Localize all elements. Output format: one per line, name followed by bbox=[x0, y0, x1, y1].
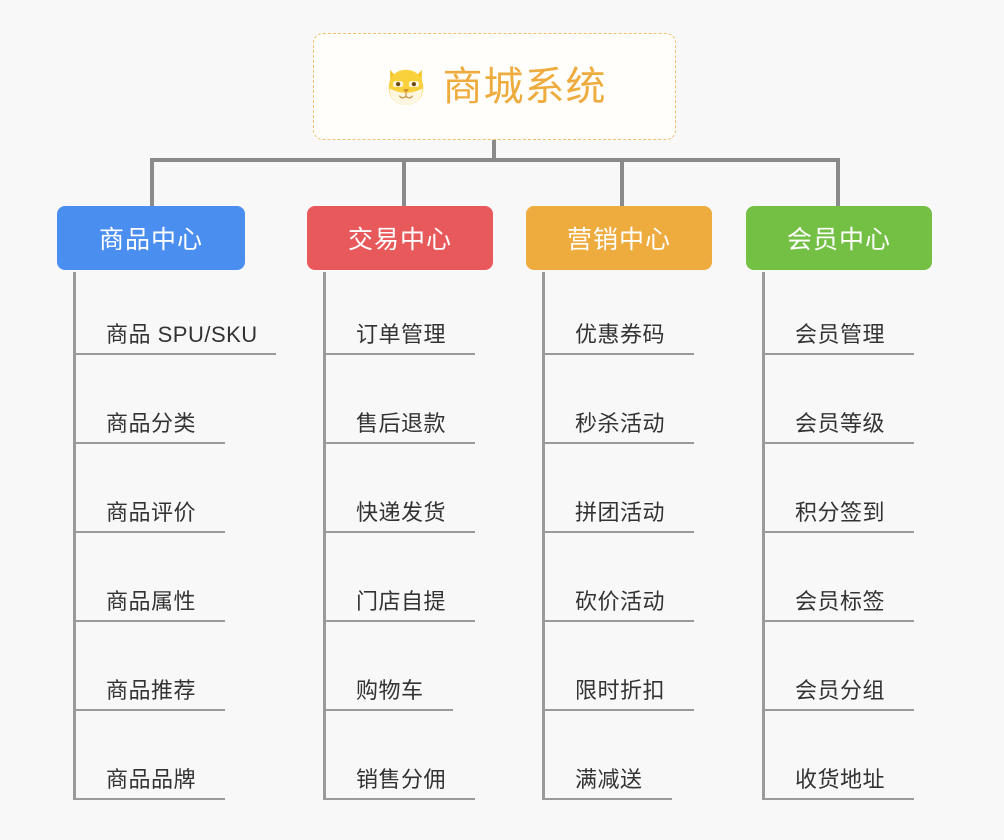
leaf-label: 积分签到 bbox=[795, 500, 886, 525]
leaf-label: 销售分佣 bbox=[356, 767, 447, 792]
leaf-rule bbox=[73, 442, 225, 444]
leaf-rule bbox=[73, 353, 276, 355]
leaf-rule bbox=[323, 531, 475, 533]
leaf-rule bbox=[762, 798, 914, 800]
leaf-label: 会员等级 bbox=[795, 411, 886, 436]
leaf-label: 会员管理 bbox=[795, 322, 886, 347]
branch-head-label-4: 会员中心 bbox=[786, 226, 891, 254]
leaf-rule bbox=[542, 620, 694, 622]
leaf-label: 拼团活动 bbox=[575, 500, 666, 525]
leaf-rule bbox=[542, 442, 694, 444]
leaf-rule bbox=[762, 709, 914, 711]
branch-head-1[interactable]: 商品中心 bbox=[57, 206, 245, 270]
leaf-rule bbox=[542, 531, 694, 533]
connector-drop-3 bbox=[620, 158, 624, 208]
leaf-rule bbox=[542, 798, 672, 800]
leaf-rule bbox=[73, 709, 225, 711]
connector-horizontal-bus bbox=[150, 158, 840, 162]
branch-spine-4 bbox=[762, 272, 765, 800]
leaf-label: 会员标签 bbox=[795, 589, 886, 614]
leaf-label: 门店自提 bbox=[356, 589, 447, 614]
leaf-rule bbox=[323, 620, 475, 622]
root-title: 商城系统 bbox=[442, 64, 607, 109]
connector-drop-1 bbox=[150, 158, 154, 208]
leaf-rule bbox=[542, 353, 694, 355]
leaf-label: 商品属性 bbox=[106, 589, 197, 614]
leaf-rule bbox=[323, 353, 475, 355]
leaf-label: 售后退款 bbox=[356, 411, 447, 436]
branch-head-label-2: 交易中心 bbox=[347, 226, 452, 254]
leaf-label: 商品推荐 bbox=[106, 678, 197, 703]
leaf-label: 限时折扣 bbox=[575, 678, 666, 703]
leaf-label: 砍价活动 bbox=[575, 589, 666, 614]
leaf-rule bbox=[323, 709, 453, 711]
leaf-label: 商品评价 bbox=[106, 500, 197, 525]
leaf-rule bbox=[762, 353, 914, 355]
leaf-label: 快递发货 bbox=[356, 500, 447, 525]
branch-head-label-1: 商品中心 bbox=[98, 226, 203, 254]
leaf-rule bbox=[73, 531, 225, 533]
leaf-rule bbox=[73, 620, 225, 622]
branch-spine-2 bbox=[323, 272, 326, 800]
connector-drop-4 bbox=[836, 158, 840, 208]
branch-spine-3 bbox=[542, 272, 545, 800]
branch-head-label-3: 营销中心 bbox=[566, 226, 671, 254]
leaf-label: 秒杀活动 bbox=[575, 411, 666, 436]
leaf-rule bbox=[762, 620, 914, 622]
connector-drop-2 bbox=[402, 158, 406, 208]
connector-root-stem bbox=[492, 140, 496, 162]
leaf-label: 购物车 bbox=[356, 678, 424, 703]
shiba-dog-face-icon bbox=[388, 69, 423, 105]
leaf-label: 订单管理 bbox=[356, 322, 447, 347]
leaf-label: 商品分类 bbox=[106, 411, 197, 436]
branch-head-3[interactable]: 营销中心 bbox=[526, 206, 712, 270]
leaf-rule bbox=[762, 531, 914, 533]
branch-head-2[interactable]: 交易中心 bbox=[307, 206, 493, 270]
leaf-label: 商品 SPU/SKU bbox=[106, 322, 258, 347]
leaf-label: 会员分组 bbox=[795, 678, 886, 703]
branch-head-4[interactable]: 会员中心 bbox=[746, 206, 932, 270]
leaf-label: 商品品牌 bbox=[106, 767, 197, 792]
leaf-rule bbox=[323, 442, 475, 444]
branch-spine-1 bbox=[73, 272, 76, 800]
leaf-label: 优惠券码 bbox=[575, 322, 666, 347]
leaf-rule bbox=[542, 709, 694, 711]
leaf-rule bbox=[73, 798, 225, 800]
leaf-rule bbox=[323, 798, 475, 800]
leaf-rule bbox=[762, 442, 914, 444]
root-node[interactable]: 商城系统 bbox=[313, 33, 676, 140]
leaf-label: 收货地址 bbox=[795, 767, 886, 792]
leaf-label: 满减送 bbox=[575, 767, 643, 792]
